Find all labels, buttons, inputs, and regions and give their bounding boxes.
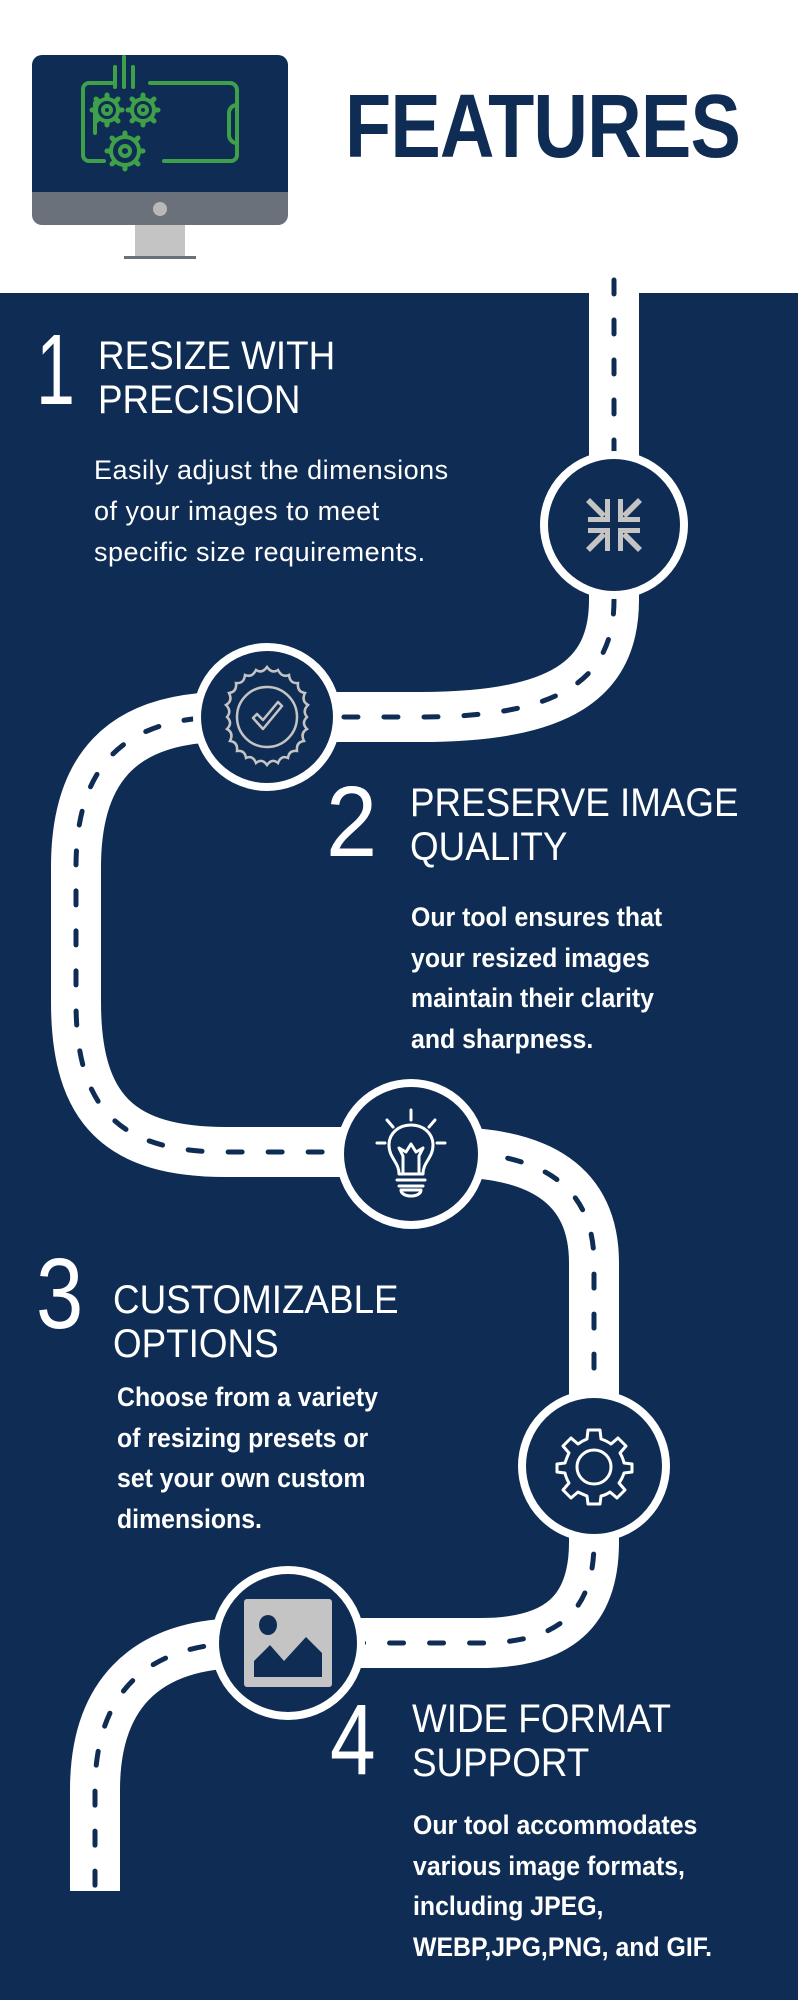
feature-4-node [211, 1566, 365, 1720]
feature-4-title-line2: SUPPORT [412, 1741, 590, 1785]
feature-3-number: 3 [36, 1238, 84, 1350]
feature-1-desc-line: of your images to meet [94, 496, 380, 526]
feature-2-desc-line: your resized images [411, 942, 650, 973]
feature-3-desc-line: dimensions. [117, 1503, 262, 1534]
feature-3-title-line2: OPTIONS [113, 1322, 279, 1366]
monitor-stand [135, 225, 185, 257]
feature-3-title: CUSTOMIZABLE OPTIONS [113, 1278, 399, 1366]
feature-2-desc-line: Our tool ensures that [411, 902, 663, 932]
feature-1-desc-line: Easily adjust the dimensions [94, 455, 449, 485]
feature-3-desc-line: Choose from a variety [117, 1382, 378, 1412]
feature-2-title-line1: PRESERVE IMAGE [410, 781, 739, 825]
gear-icon [555, 1428, 634, 1506]
feature-1-number: 1 [36, 314, 75, 426]
monitor-screen [32, 55, 288, 193]
quality-badge-check-icon [223, 664, 311, 768]
feature-4-title-line1: WIDE FORMAT [412, 1697, 671, 1741]
feature-4-description: Our tool accommodates various image form… [413, 1805, 712, 1967]
lightbulb-icon [375, 1108, 447, 1198]
feature-3-node [336, 1079, 486, 1229]
feature-1-node [540, 451, 688, 599]
feature-3-desc-line: of resizing presets or [117, 1422, 369, 1453]
feature-2-number: 2 [326, 766, 378, 878]
feature-2-title-line2: QUALITY [410, 825, 568, 869]
feature-2-desc-line: maintain their clarity [411, 983, 654, 1013]
feature-3-title-line1: CUSTOMIZABLE [113, 1278, 399, 1322]
feature-4-title: WIDE FORMAT SUPPORT [412, 1697, 671, 1785]
feature-2-description: Our tool ensures that your resized image… [411, 897, 662, 1059]
compress-arrows-icon [586, 498, 642, 552]
feature-1-description: Easily adjust the dimensions of your ima… [94, 450, 449, 573]
page-title: FEATURES [345, 77, 741, 177]
feature-2-title: PRESERVE IMAGE QUALITY [410, 781, 739, 869]
feature-1-title: RESIZE WITH PRECISION [98, 334, 335, 422]
feature-3-description: Choose from a variety of resizing preset… [117, 1377, 378, 1539]
feature-4-desc-line: various image formats, [413, 1850, 685, 1881]
monitor-base [124, 256, 196, 259]
feature-4-desc-line: WEBP,JPG,PNG, and GIF. [413, 1931, 713, 1962]
gears-icon [81, 55, 239, 172]
feature-2-desc-line: and sharpness. [411, 1023, 594, 1054]
feature-4-desc-line: including JPEG, [413, 1891, 604, 1921]
feature-3-desc-line: set your own custom [117, 1463, 366, 1493]
feature-4-desc-line: Our tool accommodates [413, 1810, 698, 1840]
feature-1-title-line1: RESIZE WITH [98, 334, 336, 378]
feature-4-number: 4 [330, 1684, 376, 1796]
monitor-power-dot [153, 202, 167, 216]
feature-3-gear-node [518, 1390, 670, 1542]
feature-1-desc-line: specific size requirements. [94, 537, 426, 567]
feature-1-title-line2: PRECISION [98, 378, 301, 422]
feature-2-node [193, 643, 341, 791]
image-icon [244, 1599, 332, 1687]
